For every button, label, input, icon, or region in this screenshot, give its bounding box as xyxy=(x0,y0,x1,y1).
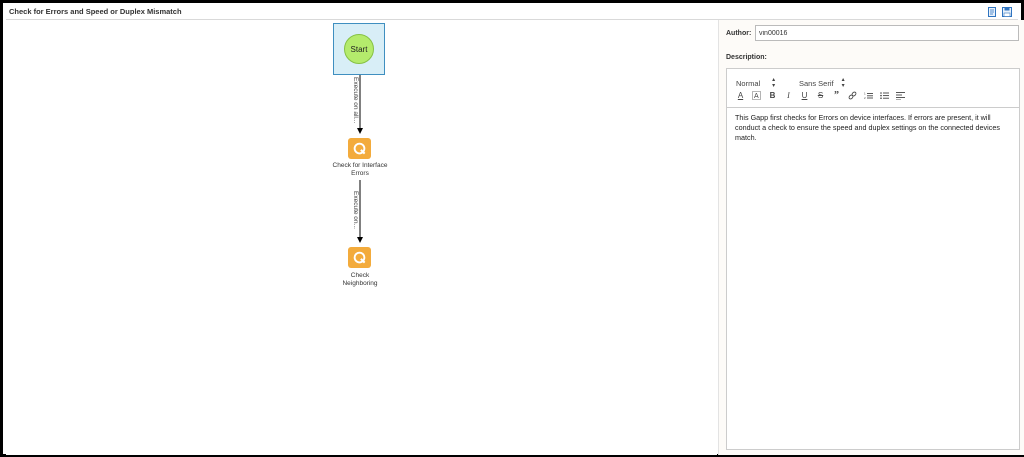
save-icon[interactable] xyxy=(1002,7,1012,17)
start-circle[interactable]: Start xyxy=(344,34,374,64)
connector-arrow[interactable] xyxy=(355,180,365,244)
window-title: Check for Errors and Speed or Duplex Mis… xyxy=(9,7,182,16)
select-arrows-icon: ▴▾ xyxy=(841,77,845,89)
qapp-icon xyxy=(353,251,366,264)
title-bar: Check for Errors and Speed or Duplex Mis… xyxy=(6,6,1018,20)
bullet-list-icon[interactable] xyxy=(879,90,890,101)
link-icon[interactable] xyxy=(847,90,858,101)
description-editor[interactable]: Normal ▴▾ Sans Serif ▴▾ A A B I U S ” xyxy=(726,68,1020,450)
font-select-value: Sans Serif xyxy=(799,78,834,88)
author-label: Author: xyxy=(726,30,752,37)
editor-toolbar: Normal ▴▾ Sans Serif ▴▾ A A B I U S ” xyxy=(727,69,1019,108)
author-field[interactable] xyxy=(755,25,1019,41)
svg-text:2: 2 xyxy=(864,96,866,100)
start-node[interactable]: Start xyxy=(333,23,385,75)
heading-select[interactable]: Normal ▴▾ xyxy=(736,77,775,89)
document-icon[interactable] xyxy=(987,7,997,17)
node-label-line: Neighboring xyxy=(342,279,378,287)
underline-icon[interactable]: U xyxy=(801,91,808,100)
svg-text:A: A xyxy=(754,93,759,100)
qapp-icon xyxy=(353,142,366,155)
node-label-line: Check for Interface xyxy=(332,162,388,169)
start-label: Start xyxy=(350,44,368,54)
description-text[interactable]: This Gapp first checks for Errors on dev… xyxy=(735,113,1000,142)
qapp-node-icon[interactable] xyxy=(348,247,371,268)
bold-icon[interactable]: B xyxy=(769,91,776,100)
title-actions xyxy=(987,7,1012,17)
strikethrough-icon[interactable]: S xyxy=(817,91,824,100)
select-arrows-icon: ▴▾ xyxy=(772,77,776,89)
svg-text:1: 1 xyxy=(864,92,866,96)
align-icon[interactable] xyxy=(895,90,906,101)
node-label-line: Check xyxy=(350,272,370,279)
connector-label: Execute on... xyxy=(352,191,359,229)
heading-select-value: Normal xyxy=(736,78,761,88)
qapp-node-icon[interactable] xyxy=(348,138,371,159)
properties-panel: Author: Description: Normal ▴▾ Sans Seri… xyxy=(718,20,1024,455)
flow-canvas[interactable]: Start Execute on all... Check for Interf… xyxy=(6,20,717,455)
blockquote-icon[interactable]: ” xyxy=(834,90,839,101)
node-label: Check for Interface Errors xyxy=(320,162,400,177)
description-label: Description: xyxy=(726,54,767,61)
connector-label: Execute on all... xyxy=(352,77,359,124)
background-color-icon[interactable]: A xyxy=(751,90,762,101)
node-label: Check Neighboring xyxy=(320,272,400,287)
connector-arrow[interactable] xyxy=(355,75,365,135)
node-label-line: Errors xyxy=(351,169,369,177)
italic-icon[interactable]: I xyxy=(787,91,790,100)
font-select[interactable]: Sans Serif ▴▾ xyxy=(799,77,845,89)
font-color-icon[interactable]: A xyxy=(737,91,744,100)
